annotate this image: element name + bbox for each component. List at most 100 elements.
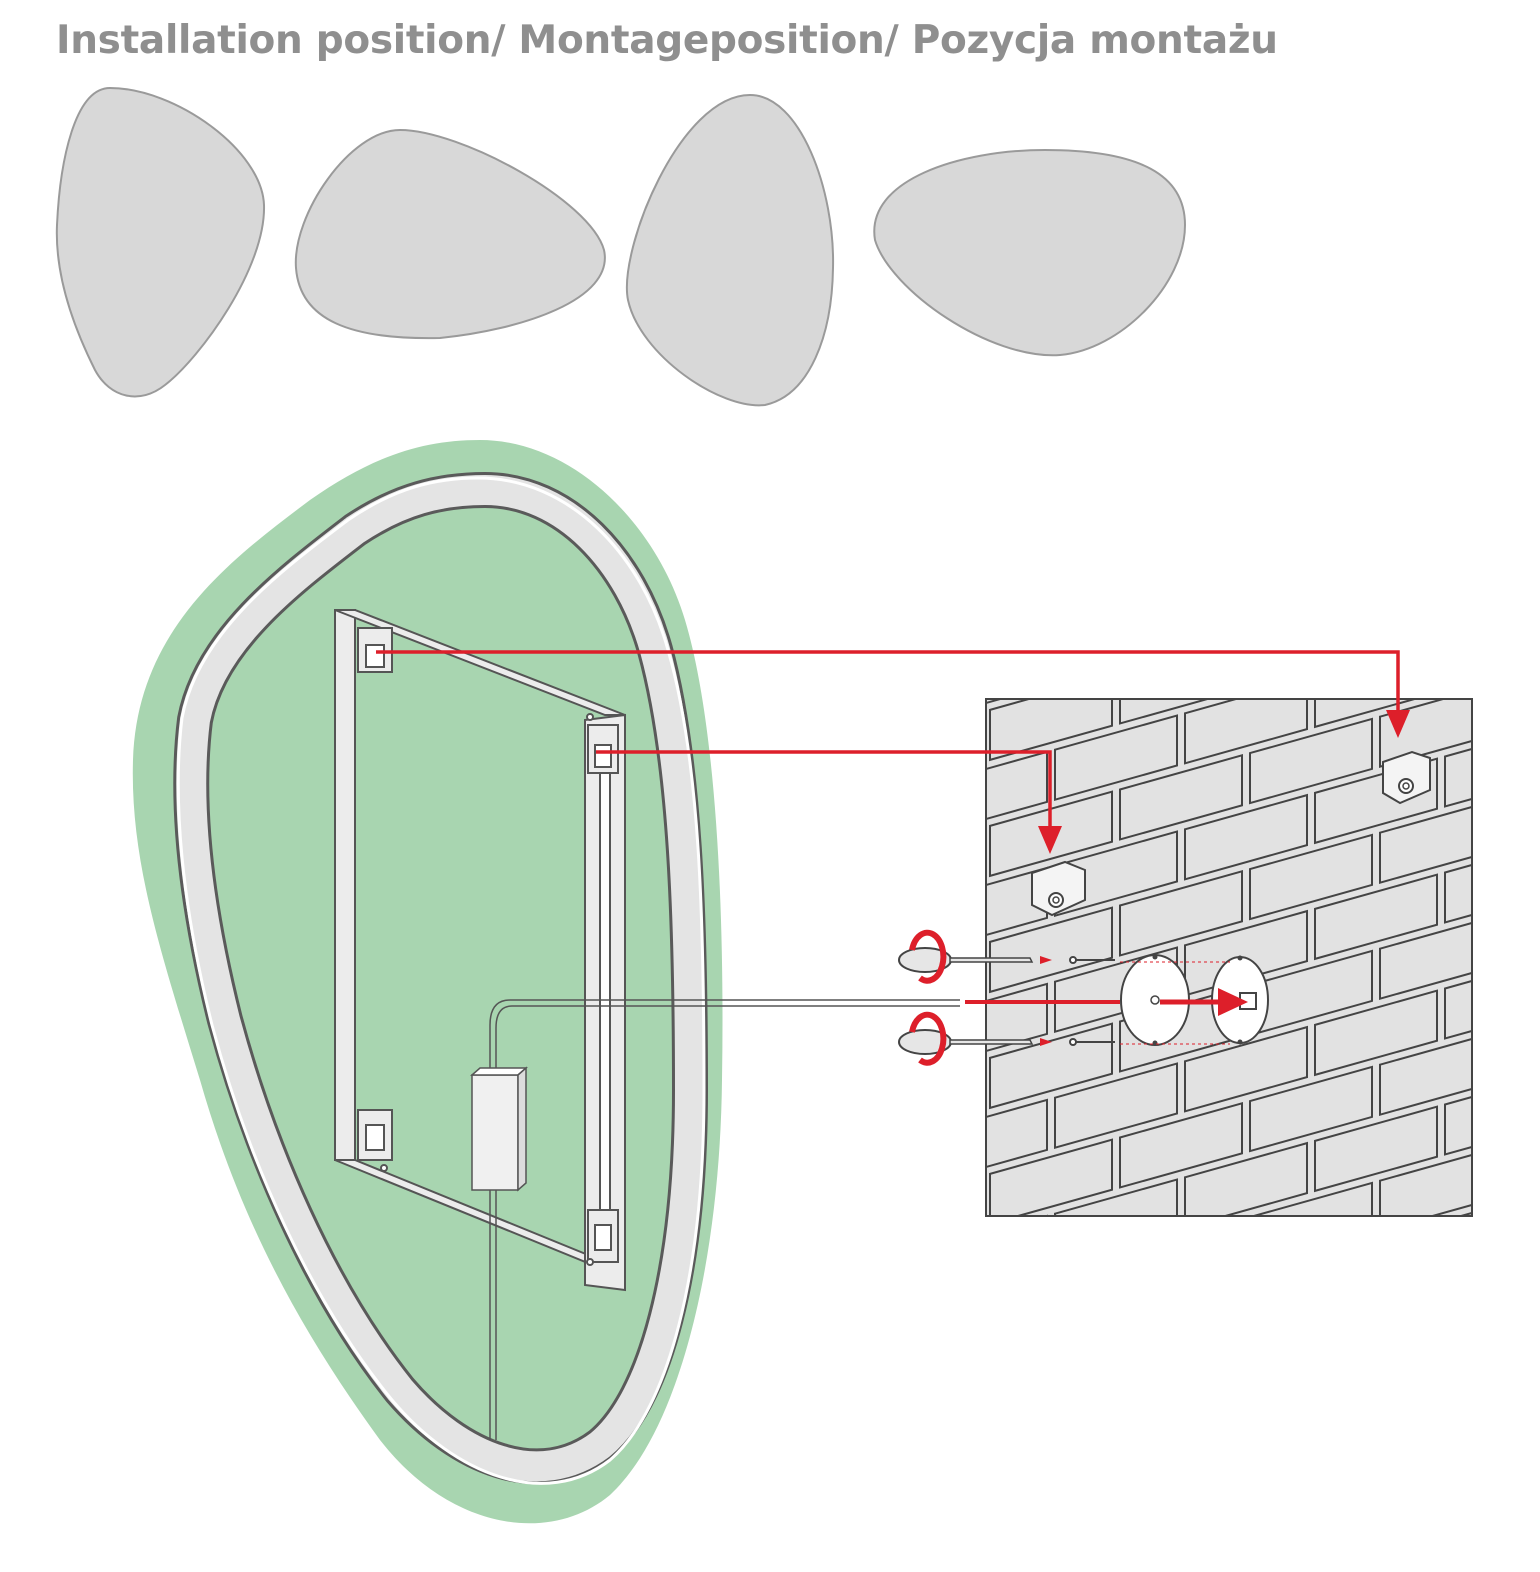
stone-shape-1: [55, 86, 266, 398]
brick: [860, 828, 982, 912]
brick-wall: [860, 298, 1540, 1572]
brick: [1510, 298, 1540, 382]
brick: [1510, 646, 1540, 730]
brick: [990, 1372, 1112, 1456]
mounting-plate: [1120, 954, 1190, 1046]
brick: [1379, 1037, 1472, 1116]
brick: [1055, 600, 1177, 684]
brick: [1445, 606, 1540, 690]
brick: [986, 982, 1048, 1053]
brick: [1444, 863, 1472, 924]
brick: [1250, 603, 1372, 687]
brick: [1315, 1223, 1437, 1307]
brick: [1184, 793, 1308, 881]
brick: [1250, 1299, 1372, 1383]
brick: [1314, 1105, 1438, 1193]
brick: [986, 1098, 1048, 1169]
brick: [1184, 1025, 1308, 1113]
brick: [1510, 530, 1540, 614]
brick: [1120, 1451, 1242, 1535]
brick: [990, 444, 1112, 528]
page-title: Installation position/ Montageposition/ …: [56, 18, 1278, 63]
brick: [1379, 1153, 1472, 1216]
brick: [1054, 1178, 1178, 1216]
rotate-arrow-icon: [909, 929, 947, 984]
brick: [925, 1332, 1047, 1416]
brick: [989, 790, 1113, 878]
brick: [1510, 762, 1540, 846]
brick: [1250, 487, 1372, 571]
arrow-lower-bracket: [596, 750, 1052, 828]
brick: [860, 480, 982, 564]
brick: [860, 1292, 982, 1376]
brick: [1444, 1095, 1472, 1156]
brick: [1380, 567, 1502, 651]
brick: [1510, 1110, 1540, 1194]
stone-shape-3: [625, 93, 835, 407]
screw-bottom: [1069, 1038, 1115, 1046]
brick: [860, 1060, 982, 1144]
brick: [1315, 411, 1437, 495]
brick: [1119, 754, 1243, 841]
brick: [1250, 371, 1372, 455]
brick: [925, 1564, 1047, 1572]
brick: [1379, 805, 1472, 884]
brick: [1380, 451, 1502, 535]
brick: [1445, 490, 1540, 574]
brick: [1445, 1418, 1540, 1502]
mounting-frame: [334, 609, 626, 1292]
brick: [986, 866, 1048, 937]
brick: [990, 1488, 1112, 1572]
brick: [860, 1176, 982, 1260]
brick: [1055, 1412, 1177, 1496]
brick: [1055, 1296, 1177, 1380]
brick: [1185, 1491, 1307, 1572]
brick: [860, 596, 982, 680]
brick: [925, 1448, 1047, 1532]
brick: [1380, 1379, 1502, 1463]
brick: [989, 1022, 1113, 1110]
arrow-top-bracket: [376, 650, 1400, 712]
brick: [860, 712, 982, 796]
brick: [1510, 878, 1540, 962]
brick: [1185, 563, 1307, 647]
stone-shape-4: [873, 148, 1187, 357]
brick: [1380, 1263, 1502, 1347]
brick: [989, 699, 1113, 762]
brick: [1120, 1219, 1242, 1303]
brick: [1054, 1062, 1178, 1149]
screw-top: [1069, 956, 1115, 964]
brick: [1315, 527, 1437, 611]
junction-box-icon: [470, 1066, 528, 1192]
brick: [1315, 1455, 1437, 1539]
brick: [1315, 1339, 1437, 1423]
brick: [1119, 870, 1243, 957]
brick: [1314, 989, 1438, 1077]
brick: [1055, 484, 1177, 568]
mirror-frame-ring-inner: [176, 474, 706, 1482]
brick: [860, 1408, 982, 1492]
brick: [1185, 1259, 1307, 1343]
brick: [1444, 979, 1472, 1040]
brick: [1510, 1342, 1540, 1426]
brick: [1314, 873, 1438, 961]
brick: [1055, 1528, 1177, 1572]
brick: [1444, 747, 1472, 808]
brick: [1314, 699, 1419, 729]
brick: [860, 1524, 982, 1572]
brick: [1250, 1415, 1372, 1499]
brick: [1120, 523, 1242, 607]
stone-shape-2: [294, 128, 606, 340]
screwdriver-icon: [898, 947, 1034, 973]
brick: [1380, 335, 1502, 419]
brick: [925, 520, 1047, 604]
bracket-icon: [1031, 860, 1086, 917]
bracket-icon: [1382, 750, 1431, 805]
rotate-arrow-icon: [909, 1011, 947, 1066]
brick: [1119, 1102, 1243, 1189]
brick: [989, 1138, 1113, 1216]
power-cable: [489, 999, 960, 1440]
screwdriver-icon: [898, 1029, 1034, 1055]
brick: [1445, 1302, 1540, 1386]
